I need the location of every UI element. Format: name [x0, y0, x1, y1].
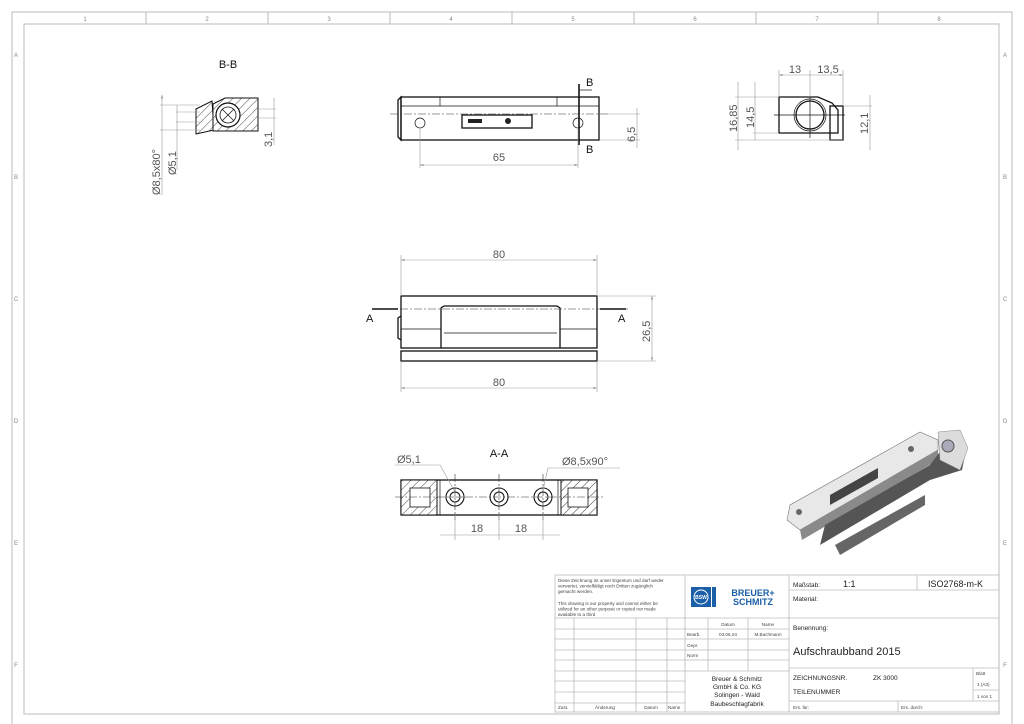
- row-marker: C: [1003, 297, 1008, 303]
- tolerance-standard: ISO2768-m-K: [928, 579, 983, 589]
- row-label: Gepr.: [687, 643, 698, 648]
- top-view: A A 80 80 26,5: [366, 249, 656, 392]
- dimension-label: 18: [471, 523, 483, 535]
- dimension-label: 13: [789, 64, 801, 76]
- dimension-label: 3,1: [263, 132, 275, 147]
- svg-text:SCHMITZ: SCHMITZ: [733, 597, 773, 607]
- column-marker: 1: [83, 17, 87, 23]
- dimension-label: 12,1: [859, 113, 871, 134]
- sheet-frame: 1 2 3 4 5 6 7 8A A B B C C D D E E F F: [11, 11, 1013, 724]
- notice-text: Diese Zeichnung ist unser Eigentum und d…: [558, 578, 664, 583]
- dimension-label: 80: [493, 377, 505, 389]
- row-label: Norm: [687, 653, 698, 658]
- column-header: Änderung: [595, 704, 615, 710]
- notice-text: This drawing is our property and cannot …: [558, 601, 658, 606]
- dimension-label: Ø5,1: [167, 151, 179, 175]
- dimension-label: Ø5,1: [397, 454, 421, 466]
- row-marker: B: [14, 175, 18, 181]
- approval-date: 03.06.24: [719, 632, 737, 637]
- cut-label: B: [586, 77, 593, 89]
- name-label: Benennung:: [793, 625, 828, 632]
- row-marker: E: [1003, 541, 1007, 547]
- drawing-number: ZK 3000: [873, 675, 898, 682]
- row-marker: E: [14, 541, 18, 547]
- cut-label: A: [618, 313, 626, 325]
- company-logo: BSW BREUER+ SCHMITZ: [691, 587, 775, 607]
- view-title: B-B: [219, 59, 237, 71]
- column-marker: 4: [449, 17, 453, 23]
- notice-text: available to a third: [558, 612, 596, 617]
- column-marker: 7: [815, 17, 819, 23]
- side-view: 13 13,5 16,85 14,5 12,1: [728, 64, 872, 150]
- row-marker: B: [1003, 175, 1007, 181]
- company-name: GmbH & Co. KG: [713, 684, 761, 691]
- column-marker: 3: [327, 17, 331, 23]
- dimension-label: 65: [493, 152, 505, 164]
- material-label: Material:: [793, 596, 818, 603]
- dimension-label: Ø8,5x90°: [562, 456, 608, 468]
- column-header: Datum: [644, 705, 658, 710]
- company-name: Breuer & Schmitz: [712, 676, 763, 683]
- column-marker: 5: [571, 17, 575, 23]
- notice-text: verwertet, vervielfältigt noch Dritten z…: [558, 584, 653, 589]
- notice-text: gemacht werden.: [558, 589, 593, 594]
- dimension-label: 13,5: [817, 64, 838, 76]
- row-marker: F: [1003, 663, 1007, 669]
- column-header: Datum: [721, 622, 735, 627]
- sheet-count: 1 von 1: [977, 694, 993, 699]
- scale-value: 1:1: [843, 579, 856, 589]
- row-marker: D: [14, 419, 19, 425]
- front-view: B B 65 6,5: [390, 77, 640, 168]
- sheet-format: 1 (A3): [977, 682, 990, 687]
- title-block: Diese Zeichnung ist unser Eigentum und d…: [554, 574, 1000, 713]
- svg-text:BREUER+: BREUER+: [731, 588, 774, 598]
- dimension-label: 18: [515, 523, 527, 535]
- cut-label: A: [366, 313, 374, 325]
- dimension-label: 16,85: [728, 104, 740, 132]
- row-label: Bearb.: [687, 632, 701, 637]
- drawing-number-label: ZEICHNUNGSNR.: [793, 675, 847, 682]
- dimension-label: 80: [493, 249, 505, 261]
- column-marker: 8: [937, 17, 941, 23]
- dimension-label: Ø8,5x80°: [151, 149, 163, 195]
- cut-label: B: [586, 144, 593, 156]
- column-header: Name: [762, 622, 775, 627]
- row-marker: C: [14, 297, 19, 303]
- view-title: A-A: [490, 448, 509, 460]
- part-name: Aufschraubband 2015: [793, 646, 901, 658]
- dimension-label: 6,5: [626, 127, 638, 142]
- row-marker: A: [1003, 53, 1007, 59]
- dimension-label: 26,5: [641, 321, 653, 342]
- row-marker: A: [14, 53, 18, 59]
- column-marker: 2: [205, 17, 209, 23]
- section-view-aa: A-A 18 18 Ø5,1 Ø8,5x90°: [395, 448, 620, 540]
- replaces-label: Ers. für:: [793, 705, 809, 710]
- svg-text:BSW: BSW: [695, 595, 707, 601]
- approval-name: M.Bachmann: [754, 632, 782, 637]
- company-address: Solingen - Wald: [714, 692, 760, 699]
- company-type: Baubeschlagfabrik: [710, 701, 764, 708]
- column-header: Name: [668, 705, 681, 710]
- part-number-label: TEILENUMMER: [793, 689, 841, 696]
- sheet-label: Blatt: [976, 671, 986, 676]
- column-header: Zust.: [558, 705, 568, 710]
- section-view-bb: B-B Ø8,5x80° Ø5,1 3,1: [151, 59, 276, 195]
- column-marker: 6: [693, 17, 697, 23]
- notice-text: utilized for an other purpose or copied …: [558, 607, 656, 612]
- row-marker: D: [1003, 419, 1008, 425]
- scale-label: Maßstab:: [793, 582, 820, 589]
- replaced-by-label: Ers. durch:: [901, 705, 923, 710]
- isometric-view: [786, 429, 969, 555]
- dimension-label: 14,5: [745, 107, 757, 128]
- row-marker: F: [14, 663, 18, 669]
